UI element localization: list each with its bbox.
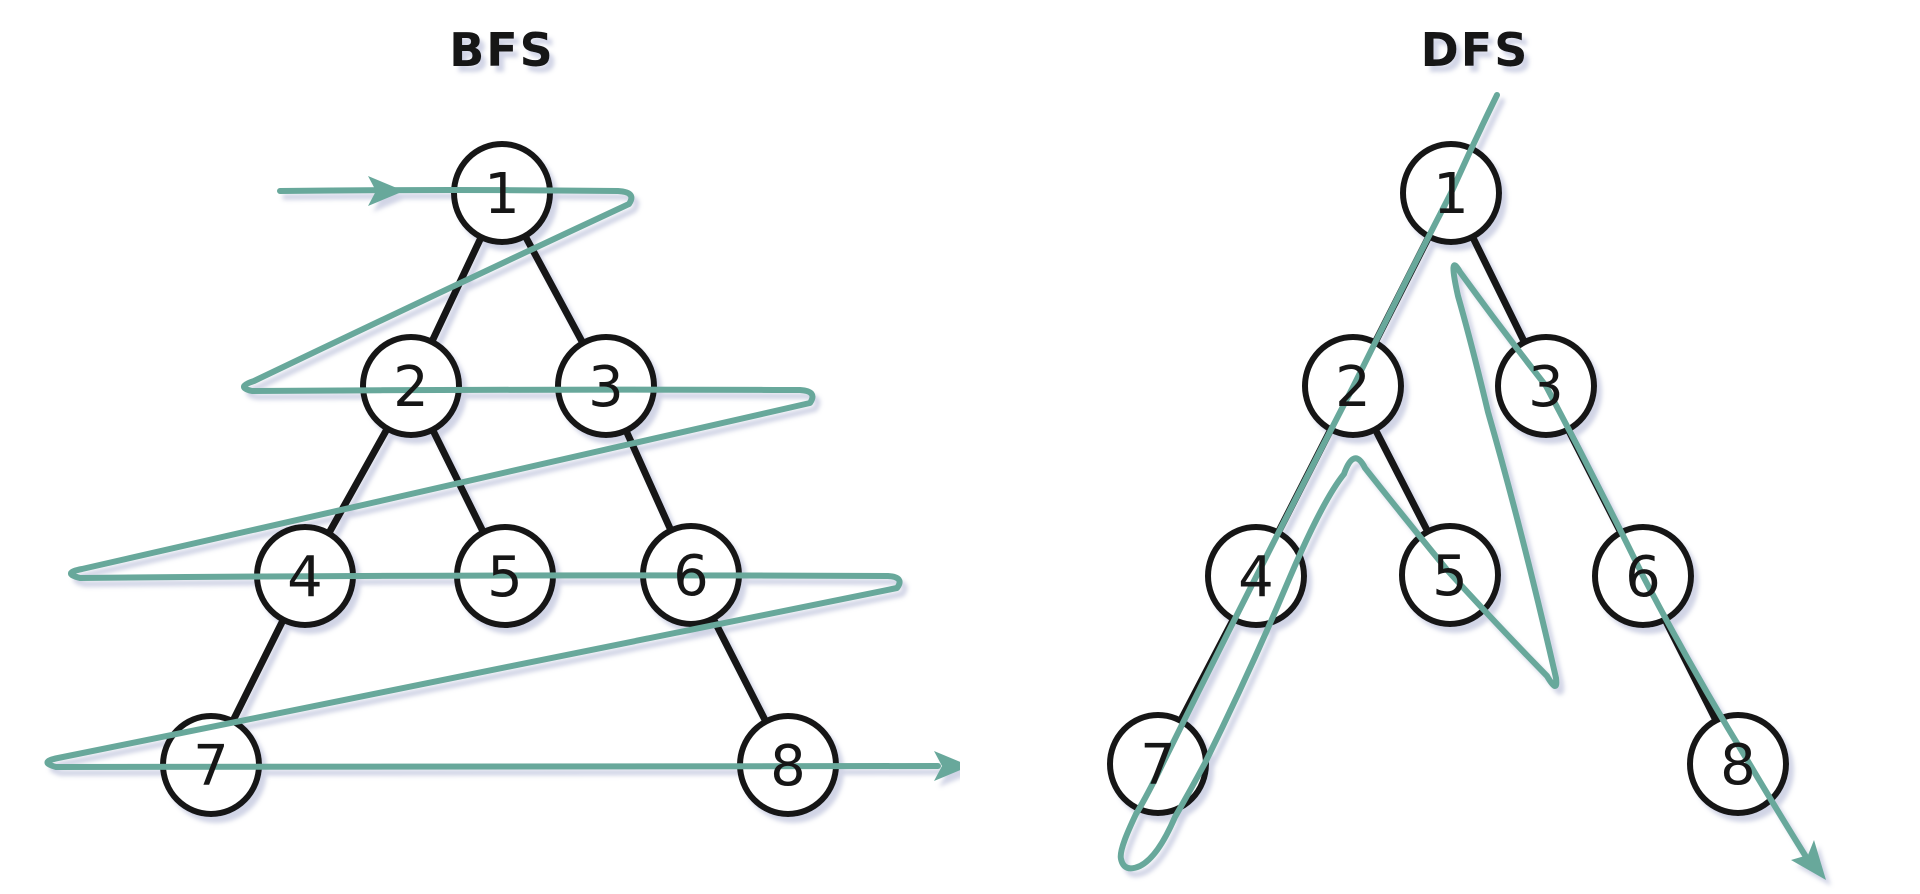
bfs-start-arrowhead-icon — [368, 176, 404, 206]
bfs-edges — [207, 189, 792, 769]
dfs-node-label-8: 8 — [1720, 733, 1756, 798]
dfs-nodes — [1107, 141, 1789, 816]
bfs-title: BFS — [449, 23, 555, 77]
bfs-node-label-4: 4 — [287, 545, 323, 610]
dfs-node-label-6: 6 — [1625, 545, 1661, 610]
dfs-end-arrowhead-icon — [1791, 840, 1826, 880]
dfs-node-label-4: 4 — [1238, 545, 1274, 610]
bfs-traversal-path — [44, 187, 941, 770]
bfs-node-label-5: 5 — [487, 545, 523, 610]
bfs-labels: 1 2 3 4 5 6 7 8 — [193, 162, 806, 799]
dfs-node-label-7: 7 — [1140, 733, 1176, 798]
dfs-node-label-2: 2 — [1335, 355, 1371, 420]
bfs-tree: BFS 1 2 3 4 5 6 7 8 — [44, 23, 960, 817]
dfs-node-label-5: 5 — [1432, 544, 1468, 609]
bfs-node-label-6: 6 — [673, 544, 709, 609]
bfs-node-2 — [360, 334, 462, 438]
bfs-node-3 — [555, 334, 657, 438]
bfs-node-label-3: 3 — [588, 355, 624, 420]
bfs-node-label-1: 1 — [484, 162, 520, 227]
dfs-labels: 1 2 3 4 5 6 7 8 — [1140, 162, 1756, 798]
dfs-traversal-path — [1117, 92, 1811, 872]
bfs-node-label-7: 7 — [193, 734, 229, 799]
bfs-end-arrowhead-icon — [934, 751, 960, 781]
bfs-node-label-2: 2 — [393, 355, 429, 420]
dfs-title: DFS — [1421, 23, 1530, 77]
dfs-tree: DFS 1 2 3 4 5 6 7 8 — [1107, 23, 1826, 880]
bfs-node-label-8: 8 — [770, 734, 806, 799]
dfs-node-label-1: 1 — [1433, 162, 1469, 227]
dfs-node-label-3: 3 — [1528, 355, 1564, 420]
bfs-nodes — [160, 141, 839, 817]
